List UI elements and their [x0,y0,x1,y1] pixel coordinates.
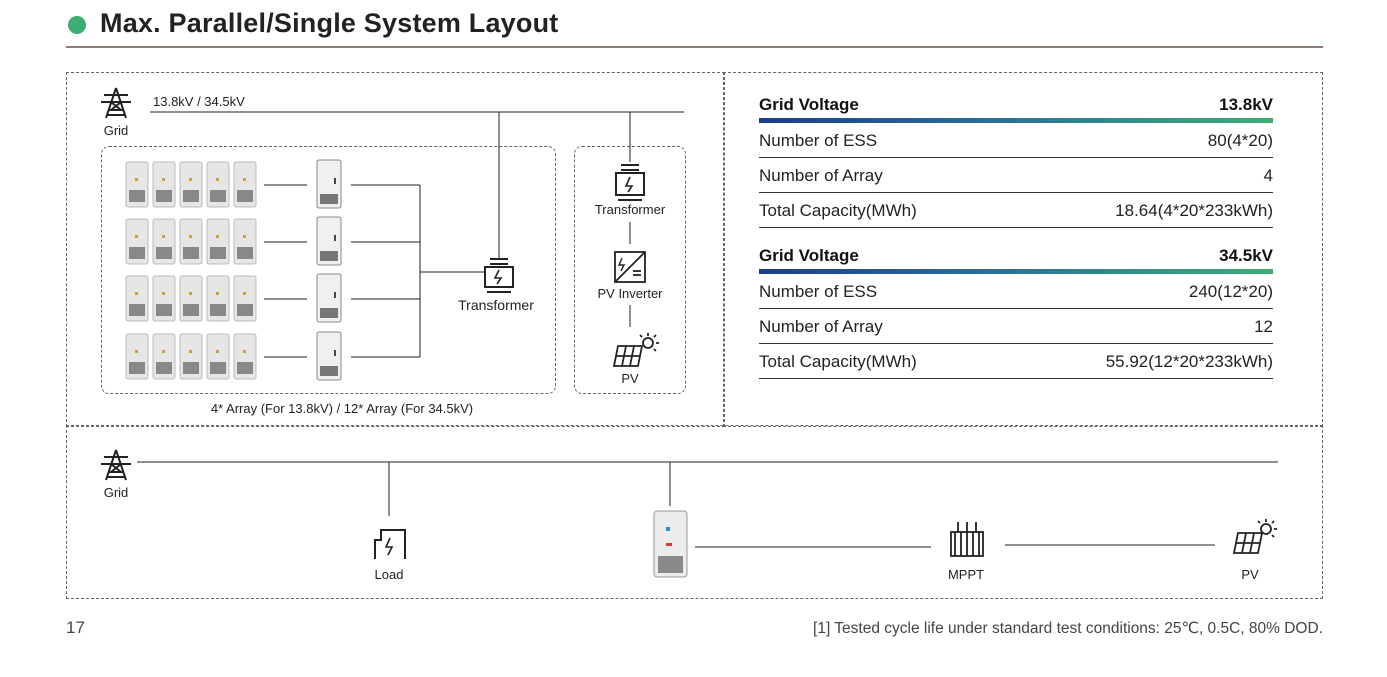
ess-array-rows [125,159,421,381]
spec-row: Number of ESS 80(4*20) [759,123,1273,158]
spec-row-label: Number of Array [759,166,883,185]
spec-row: Number of Array 12 [759,309,1273,344]
grid-tower-icon-bottom [101,449,131,481]
transformer-icon [484,258,514,293]
load-label: Load [374,567,404,582]
title-divider [66,46,1323,48]
mppt-label: MPPT [947,567,985,582]
pv-inverter-label: PV Inverter [597,286,663,301]
array-group-frame [101,146,556,394]
spec-row-value: 80(4*20) [1207,131,1273,150]
ess-cabinet [233,161,257,208]
ess-unit-icon [653,510,688,578]
spec-row: Total Capacity(MWh) 55.92(12*20*233kWh) [759,344,1273,379]
top-left-frame [66,72,725,427]
spec-row-label: Total Capacity(MWh) [759,201,917,220]
spec-header-label: Grid Voltage [759,95,859,114]
spec-group-34-5kv: Grid Voltage 34.5kV Number of ESS 240(12… [759,245,1273,379]
spec-row-value: 55.92(12*20*233kWh) [1105,352,1273,371]
spec-header-value: 34.5kV [1219,246,1273,265]
grid-voltage-label: 13.8kV / 34.5kV [153,94,245,109]
pv-transformer-icon [615,164,645,201]
spec-group-13-8kv: Grid Voltage 13.8kV Number of ESS 80(4*2… [759,94,1273,228]
spec-row-label: Number of ESS [759,282,878,301]
pv-label-bottom: PV [1241,567,1259,582]
ess-cabinet [152,161,176,208]
top-system-diagram [101,87,684,381]
spec-row-label: Number of Array [759,317,883,336]
pv-panel-icon [612,333,659,367]
spec-header-value: 13.8kV [1219,95,1273,114]
grid-label: Grid [103,123,129,138]
spec-row-value: 4 [1263,166,1273,185]
collector-line [351,185,484,358]
ess-cabinet [206,161,230,208]
spec-header: Grid Voltage 34.5kV [759,245,1273,269]
array-caption: 4* Array (For 13.8kV) / 12* Array (For 3… [210,401,474,416]
footnote: [1] Tested cycle life under standard tes… [813,620,1323,637]
spec-row: Number of ESS 240(12*20) [759,274,1273,309]
grid-tower-icon [101,87,131,119]
page-number: 17 [66,618,85,637]
spec-row-value: 18.64(4*20*233kWh) [1115,201,1273,220]
spec-row-value: 12 [1254,317,1273,336]
pv-label: PV [621,371,639,386]
pcs-cabinet [316,159,342,209]
spec-header: Grid Voltage 13.8kV [759,94,1273,118]
spec-header-bar [759,269,1273,274]
spec-header-label: Grid Voltage [759,246,859,265]
mppt-icon [950,522,984,557]
spec-row-label: Total Capacity(MWh) [759,352,917,371]
ess-cabinet [125,161,149,208]
load-icon [374,529,406,559]
pv-inverter-icon [614,251,646,283]
pv-transformer-label: Transformer [594,202,666,217]
spec-table: Grid Voltage 13.8kV Number of ESS 80(4*2… [759,94,1273,379]
spec-header-bar [759,118,1273,123]
page-title: Max. Parallel/Single System Layout [100,8,559,38]
spec-row-label: Number of ESS [759,131,878,150]
spec-row-value: 240(12*20) [1188,282,1273,301]
pv-panel-icon-bottom [1232,519,1277,554]
title-bullet [68,16,86,34]
transformer-label: Transformer [458,297,534,313]
spec-row: Number of Array 4 [759,158,1273,193]
bottom-frame [66,425,1323,599]
grid-label-bottom: Grid [103,485,129,500]
spec-row: Total Capacity(MWh) 18.64(4*20*233kWh) [759,193,1273,228]
top-right-frame [723,72,1323,427]
bottom-system-diagram [101,449,1278,578]
ess-cabinet [179,161,203,208]
